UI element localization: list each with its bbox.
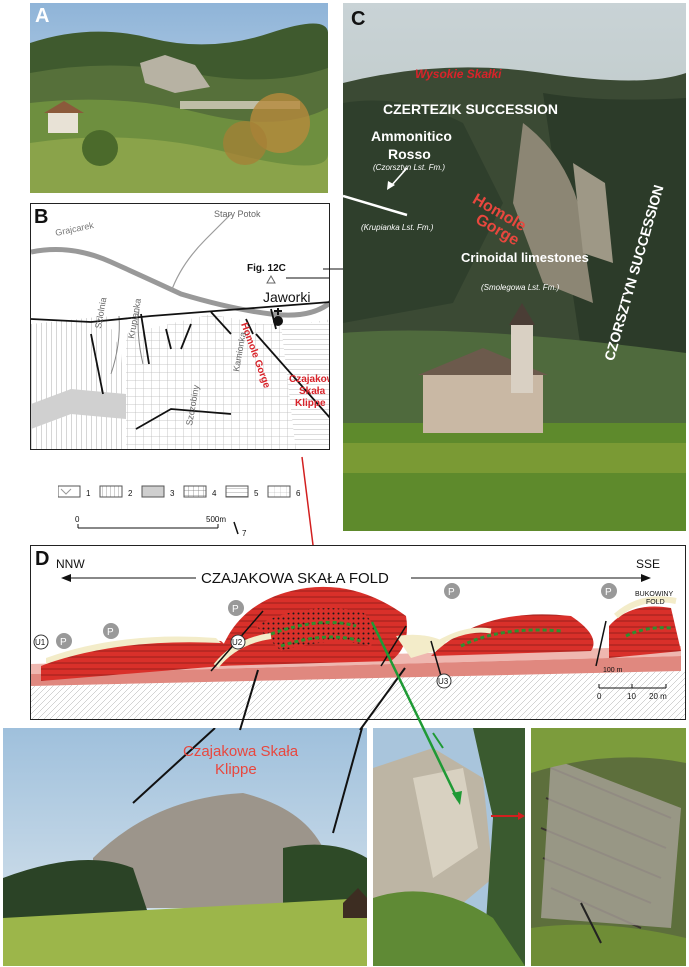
section-scale-20: 20 m: [649, 692, 667, 701]
legend-swatch-2: [99, 485, 123, 498]
legend-swatch-1: [58, 485, 81, 498]
czertezik-label: CZERTEZIK SUCCESSION: [383, 101, 559, 117]
panel-a-label: A: [35, 5, 50, 27]
gorge-photo: [343, 3, 686, 531]
smolegowa-fm-label: (Smolegowa Lst. Fm.): [481, 283, 560, 292]
hammer-icon: [580, 902, 602, 944]
bukowiny-label-1: BUKOWINY: [635, 591, 673, 598]
svg-text:P: P: [107, 627, 114, 638]
svg-text:P: P: [605, 587, 612, 598]
section-nnw: NNW: [56, 557, 85, 571]
legend-num-7: 7: [242, 529, 247, 538]
legend-swatch-3: [141, 485, 165, 498]
legend-num-1: 1: [86, 489, 91, 498]
bukowiny-label-2: FOLD: [646, 599, 665, 606]
map-label-czajakowa-1: Czajakowa: [289, 374, 330, 385]
map-scale-zero: 0: [75, 515, 80, 524]
strata-right-fold: [431, 614, 594, 656]
strata-bukowiny-fold: [609, 606, 681, 658]
krupianka-fm-label: (Krupianka Lst. Fm.): [361, 223, 434, 232]
church-tower: [511, 323, 533, 393]
panel-b-label: B: [34, 206, 49, 228]
cross-section: NNW SSE CZAJAKOWA SKAŁA FOLD: [31, 557, 685, 719]
svg-text:P: P: [232, 604, 239, 615]
svg-text:P: P: [60, 637, 67, 648]
legend-num-4: 4: [212, 489, 217, 498]
map-label-czajakowa-2: Skała: [299, 386, 326, 397]
section-title: CZAJAKOWA SKAŁA FOLD: [201, 570, 389, 587]
map-label-grajcarek: Grajcarek: [54, 220, 95, 238]
map-legend: 1 2 3 4 5 6 0 500m 7: [58, 480, 308, 540]
panel-b-map: Grajcarek Stary Potok Fig. 12C Jaworki S…: [30, 203, 330, 450]
czorsztyn-fm-label: (Czorsztyn Lst. Fm.): [373, 163, 446, 172]
legend-swatch-5: [225, 485, 249, 498]
klippe-photo-label-2: Klippe: [215, 761, 257, 778]
section-scale-bar: [598, 684, 667, 689]
legend-swatch-6: [267, 485, 291, 498]
map-scale-end: 500m: [206, 515, 226, 524]
section-scale-10: 10: [627, 692, 636, 701]
ammonitico-label: Ammonitico: [371, 128, 452, 144]
u1-marker: U1: [35, 638, 46, 647]
map-scale-bar: [77, 524, 219, 529]
bottom-photo-klippe: Czajakowa Skała Klippe: [3, 728, 367, 966]
bottom-photo-cliff: [373, 728, 525, 966]
panel-d-label: D: [35, 548, 50, 570]
panel-a-photo: A: [30, 3, 328, 193]
landscape-photo-a: [30, 3, 328, 193]
svg-text:P: P: [448, 587, 455, 598]
wysokie-skalki-label: Wysokie Skałki: [415, 67, 502, 81]
u3-marker: U3: [438, 677, 449, 686]
bottom-photo-closeup: [531, 728, 686, 966]
rosso-label: Rosso: [388, 146, 431, 162]
panel-d-section: NNW SSE CZAJAKOWA SKAŁA FOLD: [30, 545, 686, 720]
section-sse: SSE: [636, 557, 660, 571]
contact-line: [343, 194, 408, 217]
p-marker: P P P P P: [56, 583, 617, 649]
legend-num-6: 6: [296, 489, 301, 498]
crinoidal-label: Crinoidal limestones: [461, 250, 589, 265]
village-marker: [273, 316, 283, 326]
fault-symbol: [233, 521, 239, 535]
legend-num-3: 3: [170, 489, 175, 498]
map-fig-ref: Fig. 12C: [247, 263, 286, 274]
u2-marker: U2: [232, 638, 243, 647]
map-label-stary-potok: Stary Potok: [214, 209, 261, 219]
legend-num-2: 2: [128, 489, 133, 498]
geological-map: Grajcarek Stary Potok Fig. 12C Jaworki S…: [31, 209, 330, 449]
legend-num-5: 5: [254, 489, 259, 498]
panel-c-photo: C Wysokie Skałki CZERTEZIK SUCCESSION Am…: [343, 3, 686, 531]
legend-swatch-4: [183, 485, 207, 498]
section-scale-0: 0: [597, 692, 602, 701]
klippe-photo-label-1: Czajakowa Skała: [183, 743, 299, 760]
rock-outcrop: [93, 793, 323, 908]
panel-c-label: C: [351, 8, 366, 30]
section-scale-100: 100 m: [603, 667, 623, 674]
map-label-jaworki: Jaworki: [263, 289, 310, 305]
map-label-czajakowa-3: Klippe: [295, 398, 326, 409]
